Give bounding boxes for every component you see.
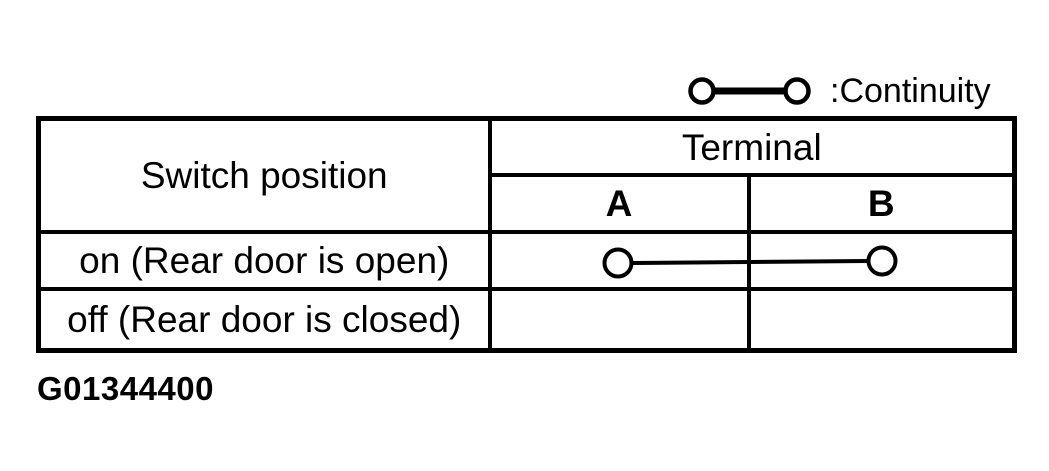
header-terminal: Terminal	[487, 116, 1017, 177]
table-header-row-ab: A B	[39, 173, 1017, 234]
table-row-off: off (Rear door is closed)	[36, 287, 1017, 353]
header-switch-position: Switch position	[36, 116, 492, 234]
continuity-legend: :Continuity	[686, 73, 991, 109]
header-terminal-a: A	[487, 173, 751, 234]
row-off-terminal-a-cell	[487, 287, 751, 353]
row-off-label: off (Rear door is closed)	[36, 287, 492, 353]
row-on-label: on (Rear door is open)	[36, 230, 492, 291]
table-header-row-terminal: Switch position Terminal	[36, 116, 1017, 234]
continuity-connection-icon	[602, 245, 898, 279]
continuity-symbol-icon	[688, 77, 811, 105]
continuity-table: Switch position Terminal A B on (Rear do…	[36, 116, 1018, 353]
row-off-terminal-b-cell	[746, 287, 1017, 353]
figure-id: G01344400	[37, 370, 214, 407]
legend-label: :Continuity	[830, 72, 991, 110]
header-terminal-b: B	[746, 173, 1017, 234]
